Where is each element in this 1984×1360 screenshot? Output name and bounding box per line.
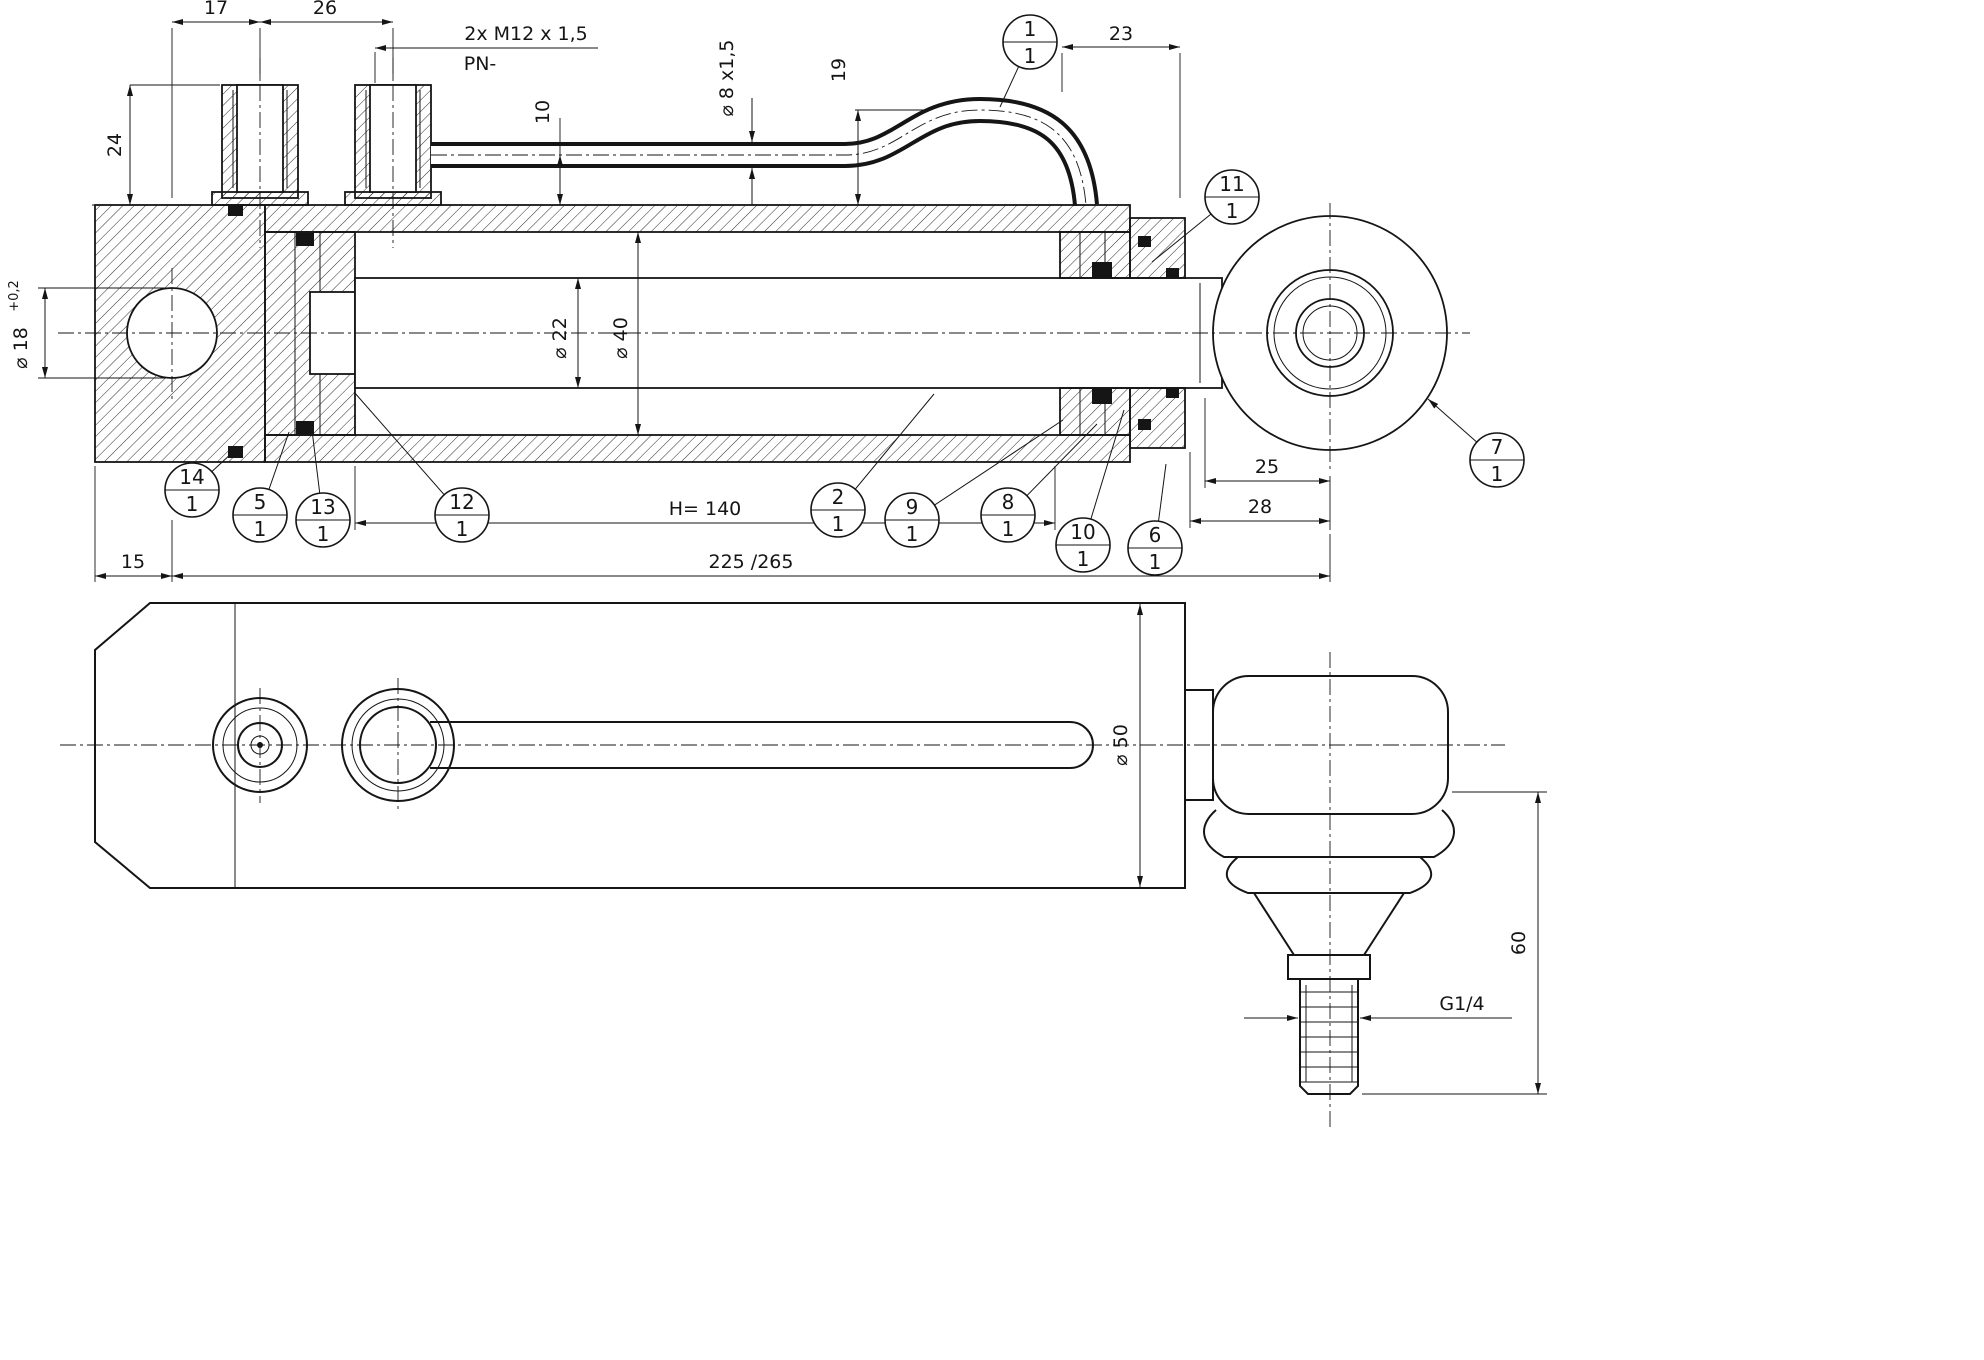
svg-text:8: 8 <box>1002 490 1015 514</box>
svg-text:14: 14 <box>179 465 204 489</box>
balloon-1: 1 1 <box>999 14 1058 108</box>
svg-text:1: 1 <box>317 522 330 546</box>
svg-text:5: 5 <box>254 490 267 514</box>
dim-10: 10 <box>532 100 554 124</box>
svg-text:1: 1 <box>1024 17 1037 41</box>
balloon-10: 10 1 <box>1055 409 1125 573</box>
svg-text:7: 7 <box>1491 435 1504 459</box>
svg-text:10: 10 <box>1070 520 1095 544</box>
cylinder-barrel <box>264 204 1131 463</box>
svg-text:13: 13 <box>310 495 335 519</box>
svg-text:1: 1 <box>186 492 199 516</box>
dim-thread: 2x M12 x 1,5 <box>464 23 587 45</box>
dim-19: 19 <box>828 58 850 82</box>
piston-assembly <box>264 231 356 436</box>
balloon-14: 14 1 <box>164 451 234 518</box>
seals <box>228 204 1179 458</box>
dim-28: 28 <box>1248 496 1272 518</box>
balloon-callouts: 1 1 11 1 7 1 14 1 5 1 <box>164 14 1525 576</box>
balloon-9: 9 1 <box>884 419 1064 548</box>
dim-24: 24 <box>104 133 126 157</box>
svg-text:11: 11 <box>1219 172 1244 196</box>
balloon-5: 5 1 <box>232 431 290 543</box>
dim-25: 25 <box>1255 456 1279 478</box>
svg-text:1: 1 <box>1024 44 1037 68</box>
svg-text:12: 12 <box>449 490 474 514</box>
balloon-8: 8 1 <box>980 423 1098 543</box>
svg-text:9: 9 <box>906 495 919 519</box>
balloon-12: 12 1 <box>353 391 490 543</box>
dim-60: 60 <box>1508 931 1530 955</box>
rear-mount-block <box>94 204 266 463</box>
dim-17: 17 <box>204 0 228 19</box>
dim-18-tol: +0,2 <box>7 280 22 312</box>
dim-stroke: H= 140 <box>669 498 742 520</box>
svg-text:1: 1 <box>254 517 267 541</box>
dim-26: 26 <box>313 0 337 19</box>
svg-text:1: 1 <box>906 522 919 546</box>
svg-text:1: 1 <box>1002 517 1015 541</box>
dim-18: ⌀ 18 <box>10 327 32 369</box>
hydraulic-tube <box>431 96 1099 207</box>
svg-text:1: 1 <box>832 512 845 536</box>
dim-tube: ⌀ 8 x1,5 <box>716 39 738 116</box>
dim-50: ⌀ 50 <box>1110 724 1132 766</box>
svg-text:1: 1 <box>1491 462 1504 486</box>
top-section-view <box>58 58 1470 472</box>
dimensions-top: 17 26 24 2x M12 x 1,5 PN- 10 ⌀ 8 x1,5 19… <box>7 0 1331 582</box>
balloon-7: 7 1 <box>1427 398 1525 488</box>
dim-40: ⌀ 40 <box>610 317 632 359</box>
svg-text:6: 6 <box>1149 523 1162 547</box>
dim-22: ⌀ 22 <box>549 317 571 359</box>
centerlines-bottom <box>60 652 1505 1128</box>
balloon-2: 2 1 <box>810 393 935 538</box>
dimensions-bottom: ⌀ 50 60 G1/4 <box>1110 604 1547 1095</box>
balloon-13: 13 1 <box>295 429 351 548</box>
svg-text:1: 1 <box>1149 550 1162 574</box>
balloon-6: 6 1 <box>1127 463 1183 576</box>
bottom-outline-view <box>60 602 1505 1128</box>
svg-text:1: 1 <box>456 517 469 541</box>
centerlines-top <box>58 58 1470 472</box>
balloon-11: 11 1 <box>1151 169 1260 263</box>
dim-total: 225 /265 <box>709 551 794 573</box>
dim-pn: PN- <box>464 53 497 75</box>
svg-text:2: 2 <box>832 485 845 509</box>
dim-g14: G1/4 <box>1439 993 1484 1015</box>
svg-text:1: 1 <box>1226 199 1239 223</box>
svg-text:1: 1 <box>1077 547 1090 571</box>
dim-23: 23 <box>1109 23 1133 45</box>
dim-15: 15 <box>121 551 145 573</box>
ball-joint-end <box>1184 675 1455 1095</box>
